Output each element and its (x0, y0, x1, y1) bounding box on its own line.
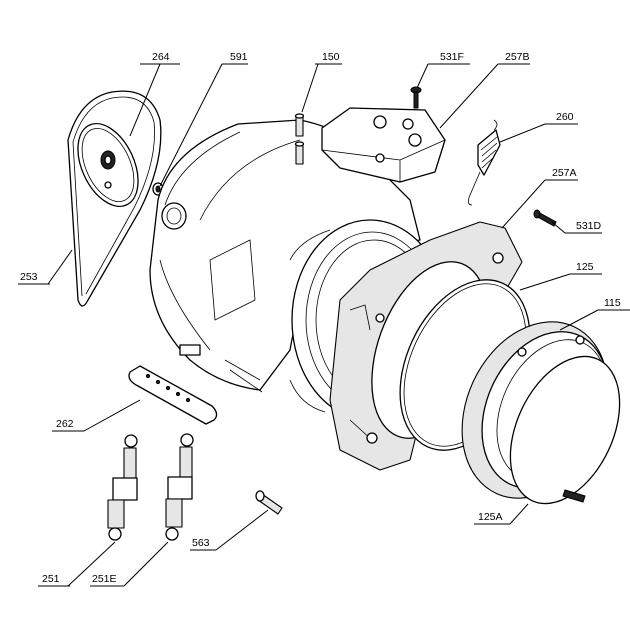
part-262-guard (128, 365, 218, 425)
part-260-spring (468, 119, 501, 206)
label-251E: 251E (92, 573, 117, 585)
part-531D-screw (533, 209, 557, 227)
part-251E-shock-absorber (165, 433, 194, 541)
part-251-shock-absorber (107, 434, 138, 541)
label-264: 264 (152, 51, 170, 63)
label-253: 253 (20, 271, 38, 283)
part-563-pin (255, 490, 283, 515)
label-591: 591 (230, 51, 248, 63)
part-150-stud (294, 113, 305, 165)
label-125A: 125A (478, 511, 503, 523)
label-563: 563 (192, 537, 210, 549)
part-125A-clamp (509, 355, 621, 505)
label-150: 150 (322, 51, 340, 63)
part-531F-screw (410, 86, 422, 109)
label-115: 115 (604, 297, 621, 309)
part-264-pulley (77, 122, 139, 208)
leader-lines (18, 63, 630, 587)
label-125: 125 (576, 261, 594, 273)
label-257B: 257B (505, 51, 530, 63)
label-531F: 531F (440, 51, 464, 63)
label-262: 262 (56, 418, 74, 430)
label-260: 260 (556, 111, 574, 123)
label-531D: 531D (576, 220, 602, 232)
part-257B-top-counterweight (321, 107, 446, 183)
label-257A: 257A (552, 167, 577, 179)
label-251: 251 (42, 573, 60, 585)
